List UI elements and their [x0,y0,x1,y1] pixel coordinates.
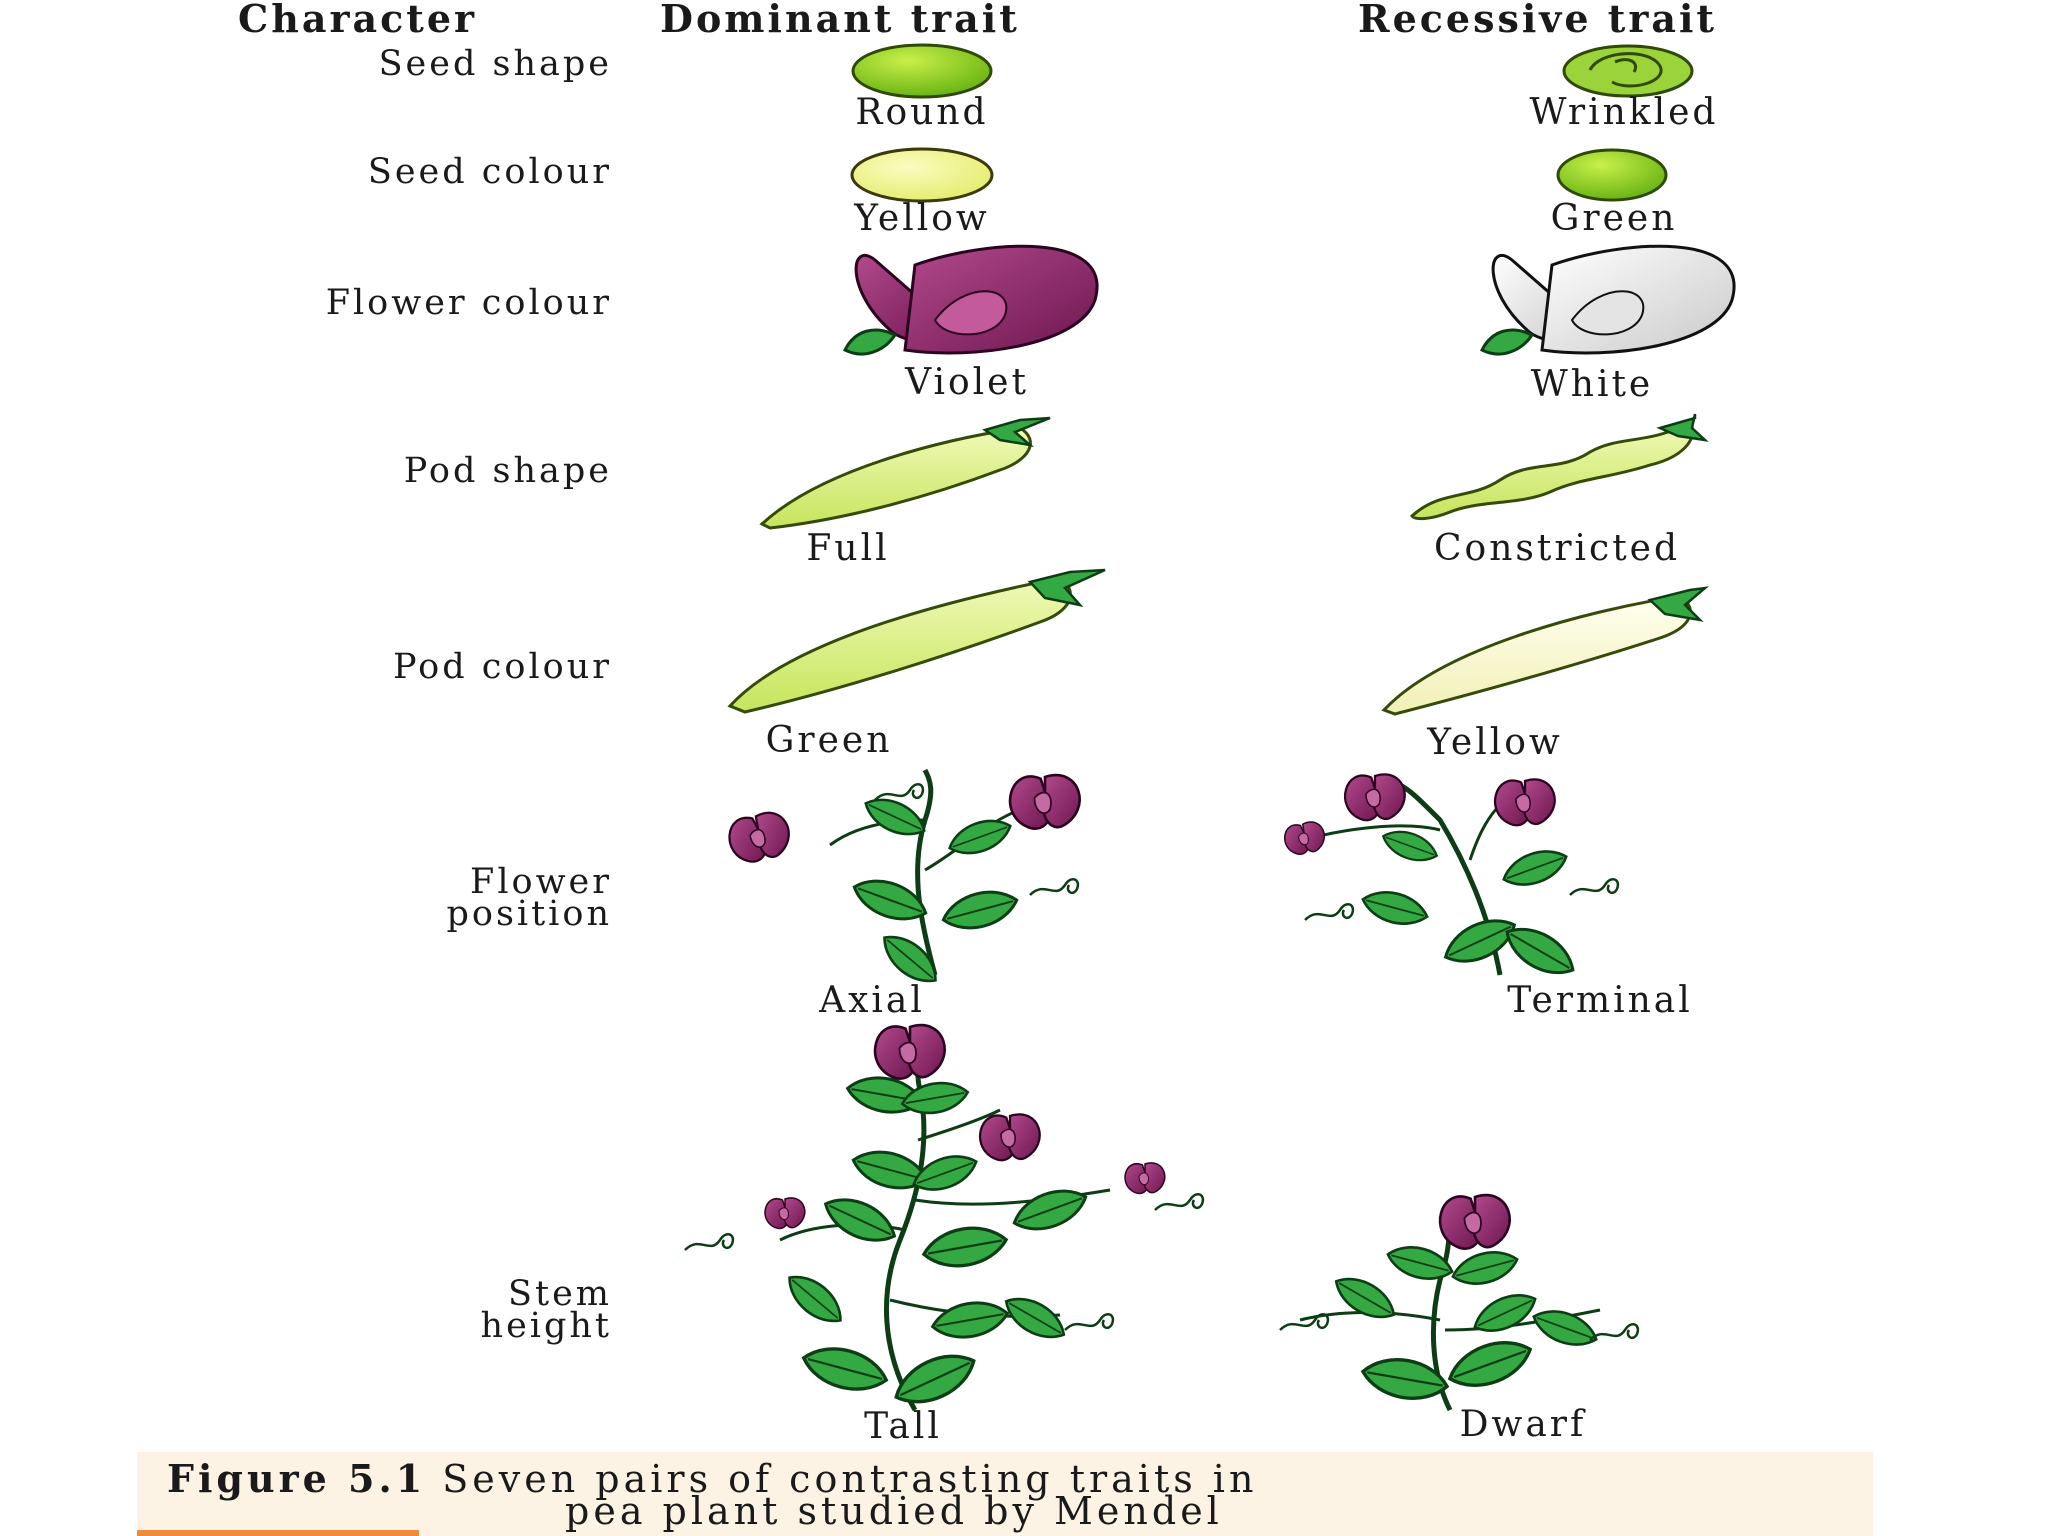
character-pod-shape: Pod shape [403,451,612,491]
figure-label: Figure 5.1 [167,1456,427,1501]
label-terminal: Terminal [1507,980,1693,1021]
label-full: Full [806,528,890,569]
pod-constricted-icon [1409,413,1709,521]
flower-violet-icon [842,244,1099,356]
figure-caption: Figure 5.1 Seven pairs of contrasting tr… [137,1452,1873,1536]
label-tall: Tall [864,1406,942,1447]
label-violet: Violet [905,362,1029,403]
seed-green-icon [1556,148,1668,202]
label-green-seed: Green [1550,198,1678,239]
label-axial: Axial [819,980,925,1021]
plant-tall-icon [683,1023,1205,1416]
pod-full-icon [759,416,1051,530]
label-white: White [1530,364,1654,405]
seed-wrinkled-icon [1562,44,1694,98]
seed-yellow-icon [850,147,994,203]
character-flower-position: Flower position [446,862,612,934]
label-yellow-pod: Yellow [1427,722,1563,763]
plant-terminal-icon [1281,772,1620,986]
character-pod-colour: Pod colour [393,647,612,687]
accent-bar [137,1530,419,1536]
character-flower-colour: Flower colour [325,283,612,323]
header-recessive: Recessive trait [1358,0,1717,41]
plant-axial-icon [724,768,1082,993]
label-constricted: Constricted [1433,528,1681,569]
caption-line-1: Seven pairs of contrasting traits in [442,1457,1258,1501]
seed-round-icon [851,43,993,99]
label-yellow-seed: Yellow [854,198,990,239]
character-seed-shape: Seed shape [378,44,612,84]
caption-line-2: pea plant studied by Mendel [565,1489,1223,1533]
pod-green-icon [727,568,1106,714]
character-seed-colour: Seed colour [367,152,612,192]
header-character: Character [238,0,478,41]
flower-white-icon [1479,244,1736,356]
label-wrinkled: Wrinkled [1529,92,1719,133]
pod-yellow-icon [1381,586,1710,716]
label-dwarf: Dwarf [1459,1404,1587,1445]
label-round: Round [855,92,989,133]
header-dominant: Dominant trait [660,0,1020,41]
plant-dwarf-icon [1278,1193,1640,1412]
character-stem-height: Stem height [480,1274,612,1346]
label-green-pod: Green [765,720,893,761]
